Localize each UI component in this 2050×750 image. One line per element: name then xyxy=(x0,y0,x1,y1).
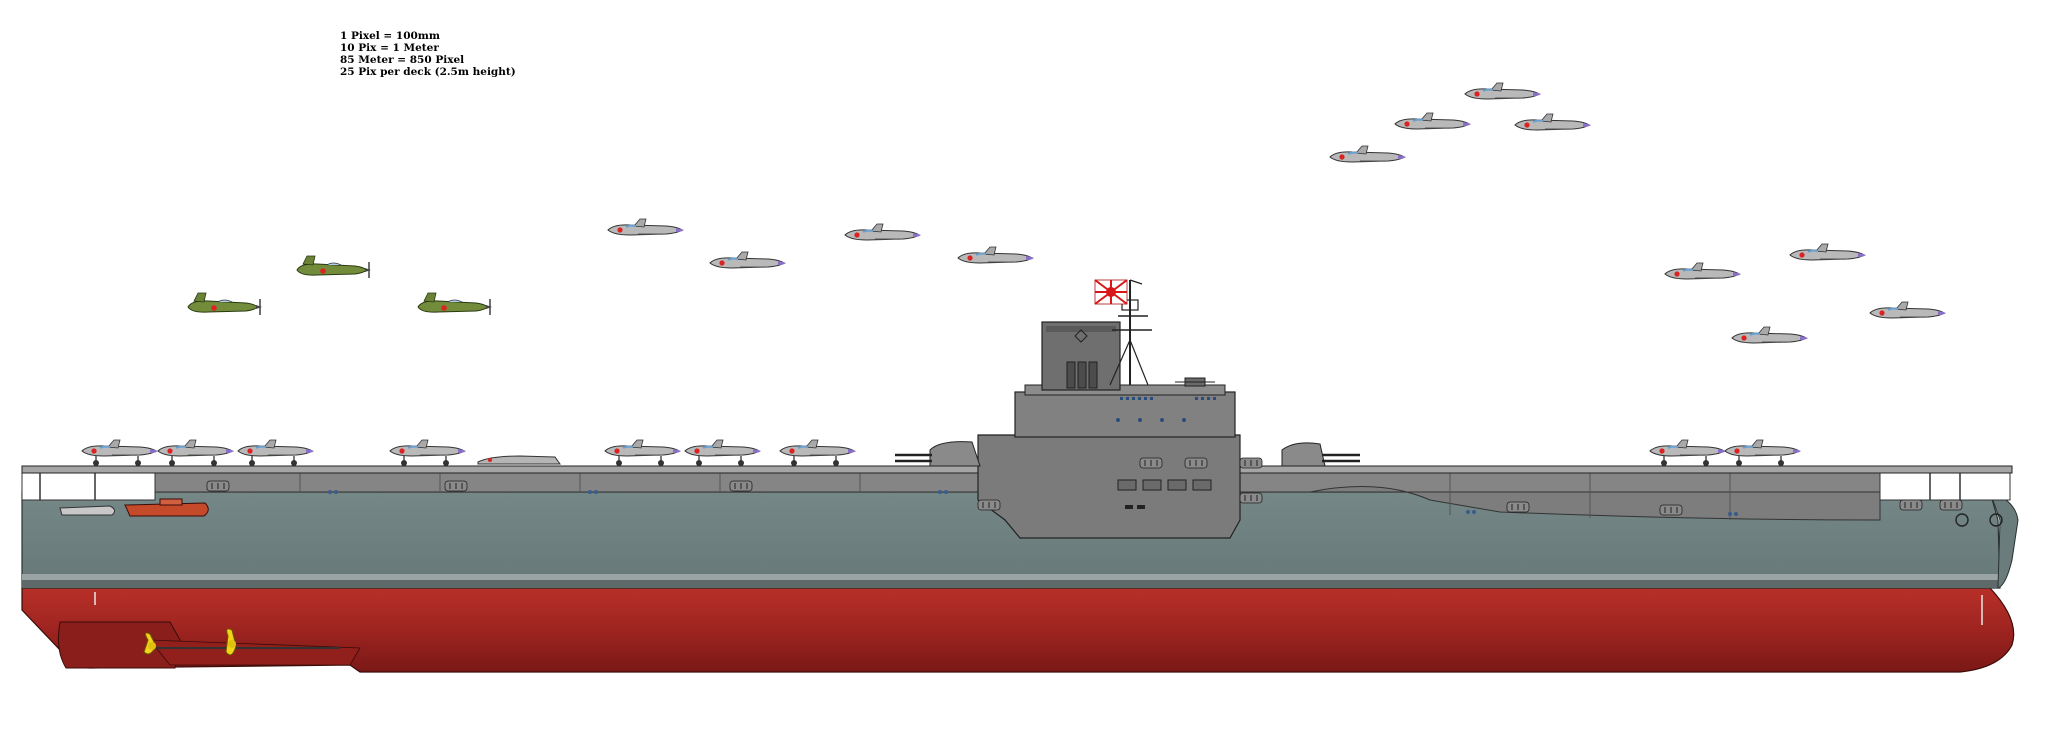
scale-note-line-4: 25 Pix per deck (2.5m height) xyxy=(340,66,516,78)
parked-jet-icon xyxy=(605,440,681,466)
parked-jet-icon xyxy=(390,440,466,466)
prop-plane-icon xyxy=(187,292,263,316)
parked-jet-icon xyxy=(780,440,856,466)
scale-notes: 1 Pixel = 100mm 10 Pix = 1 Meter 85 Mete… xyxy=(340,30,516,78)
propeller-icon xyxy=(225,628,237,656)
parked-jet-icon xyxy=(1725,440,1801,466)
aa-turret-aft xyxy=(895,441,981,467)
lifeboats xyxy=(59,498,209,517)
parked-jet-icon xyxy=(1650,440,1726,466)
aa-turret-fwd xyxy=(1281,442,1360,467)
jet-icon xyxy=(1514,113,1592,131)
jet-icon xyxy=(1869,301,1947,319)
prop-plane-icon xyxy=(417,292,493,316)
jet-icon xyxy=(1664,262,1742,280)
island-superstructure xyxy=(977,279,1263,539)
scale-note-line-2: 10 Pix = 1 Meter xyxy=(340,42,439,54)
jet-icon xyxy=(1329,145,1407,163)
flying-aircraft xyxy=(607,82,1947,344)
parked-jet-icon xyxy=(82,440,158,466)
parked-jet-icon xyxy=(158,440,234,466)
jet-icon xyxy=(844,223,922,241)
scale-note-line-3: 85 Meter = 850 Pixel xyxy=(340,54,465,66)
jet-icon xyxy=(1789,243,1867,261)
scale-note-line-1: 1 Pixel = 100mm xyxy=(340,30,441,42)
jet-icon xyxy=(1731,326,1809,344)
jet-icon xyxy=(957,246,1035,264)
parked-aircraft xyxy=(82,440,1801,466)
prop-plane-icon xyxy=(296,255,372,279)
rising-sun-flag-icon xyxy=(1094,279,1128,305)
propeller-icon xyxy=(143,632,157,655)
green-prop-planes xyxy=(187,255,493,316)
parked-jet-icon xyxy=(685,440,761,466)
jet-icon xyxy=(607,218,685,236)
hull xyxy=(21,491,2019,673)
parked-jet-icon xyxy=(238,440,314,466)
jet-icon xyxy=(709,251,787,269)
jet-icon xyxy=(1394,112,1472,130)
jet-icon xyxy=(1464,82,1542,100)
